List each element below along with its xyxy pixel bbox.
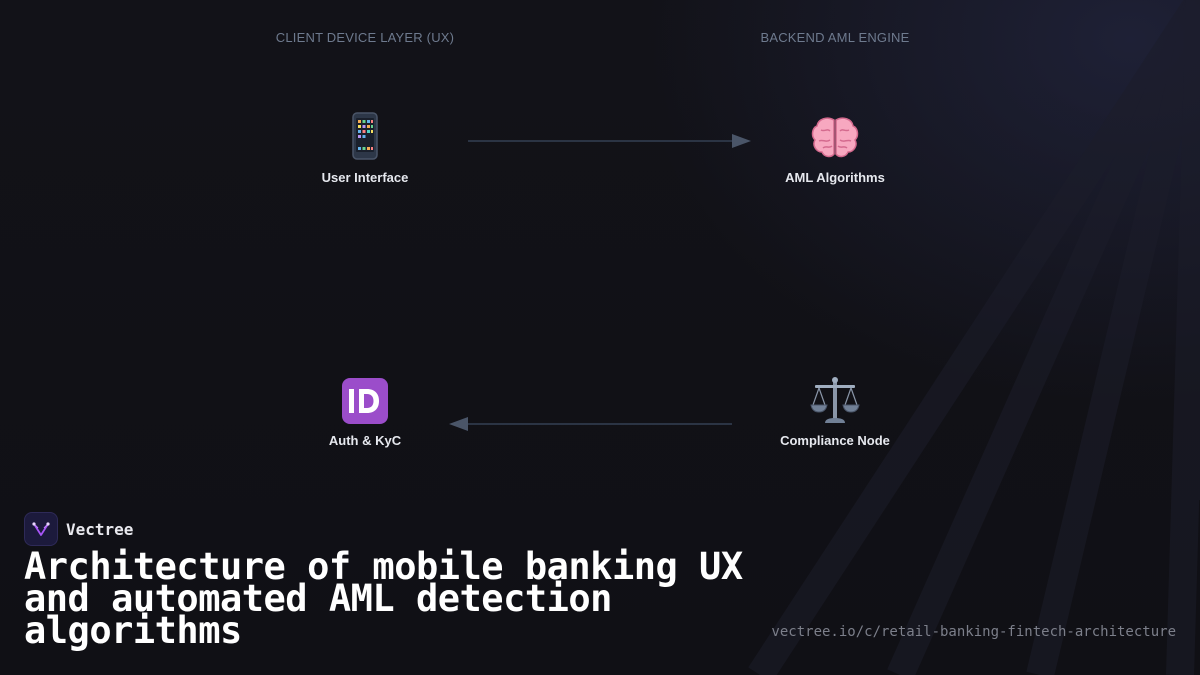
mobile-phone-icon <box>352 112 378 160</box>
node-auth-kyc[interactable]: Auth & KyC <box>265 373 465 448</box>
column-label-backend: BACKEND AML ENGINE <box>760 30 910 45</box>
brand[interactable]: Vectree <box>24 512 133 546</box>
node-label-aml-algorithms: AML Algorithms <box>785 170 885 185</box>
node-label-user-interface: User Interface <box>321 170 409 185</box>
brand-name: Vectree <box>66 519 134 539</box>
node-compliance[interactable]: Compliance Node <box>735 373 935 448</box>
node-aml-algorithms[interactable]: AML Algorithms <box>735 110 935 185</box>
edge-compliance-to-auth <box>449 417 732 431</box>
vectree-logo-icon <box>24 512 58 546</box>
balance-scale-icon <box>810 377 860 423</box>
source-url[interactable]: vectree.io/c/retail-banking-fintech-arch… <box>771 624 1176 640</box>
page-title: Architecture of mobile banking UX and au… <box>24 545 743 652</box>
brain-icon <box>811 117 859 158</box>
node-label-compliance: Compliance Node <box>780 433 890 448</box>
node-label-auth-kyc: Auth & KyC <box>328 433 402 448</box>
node-user-interface[interactable]: User Interface <box>265 110 465 185</box>
id-badge-icon <box>342 378 388 424</box>
column-label-client: CLIENT DEVICE LAYER (UX) <box>275 30 455 45</box>
edge-user-interface-to-aml <box>468 134 751 148</box>
